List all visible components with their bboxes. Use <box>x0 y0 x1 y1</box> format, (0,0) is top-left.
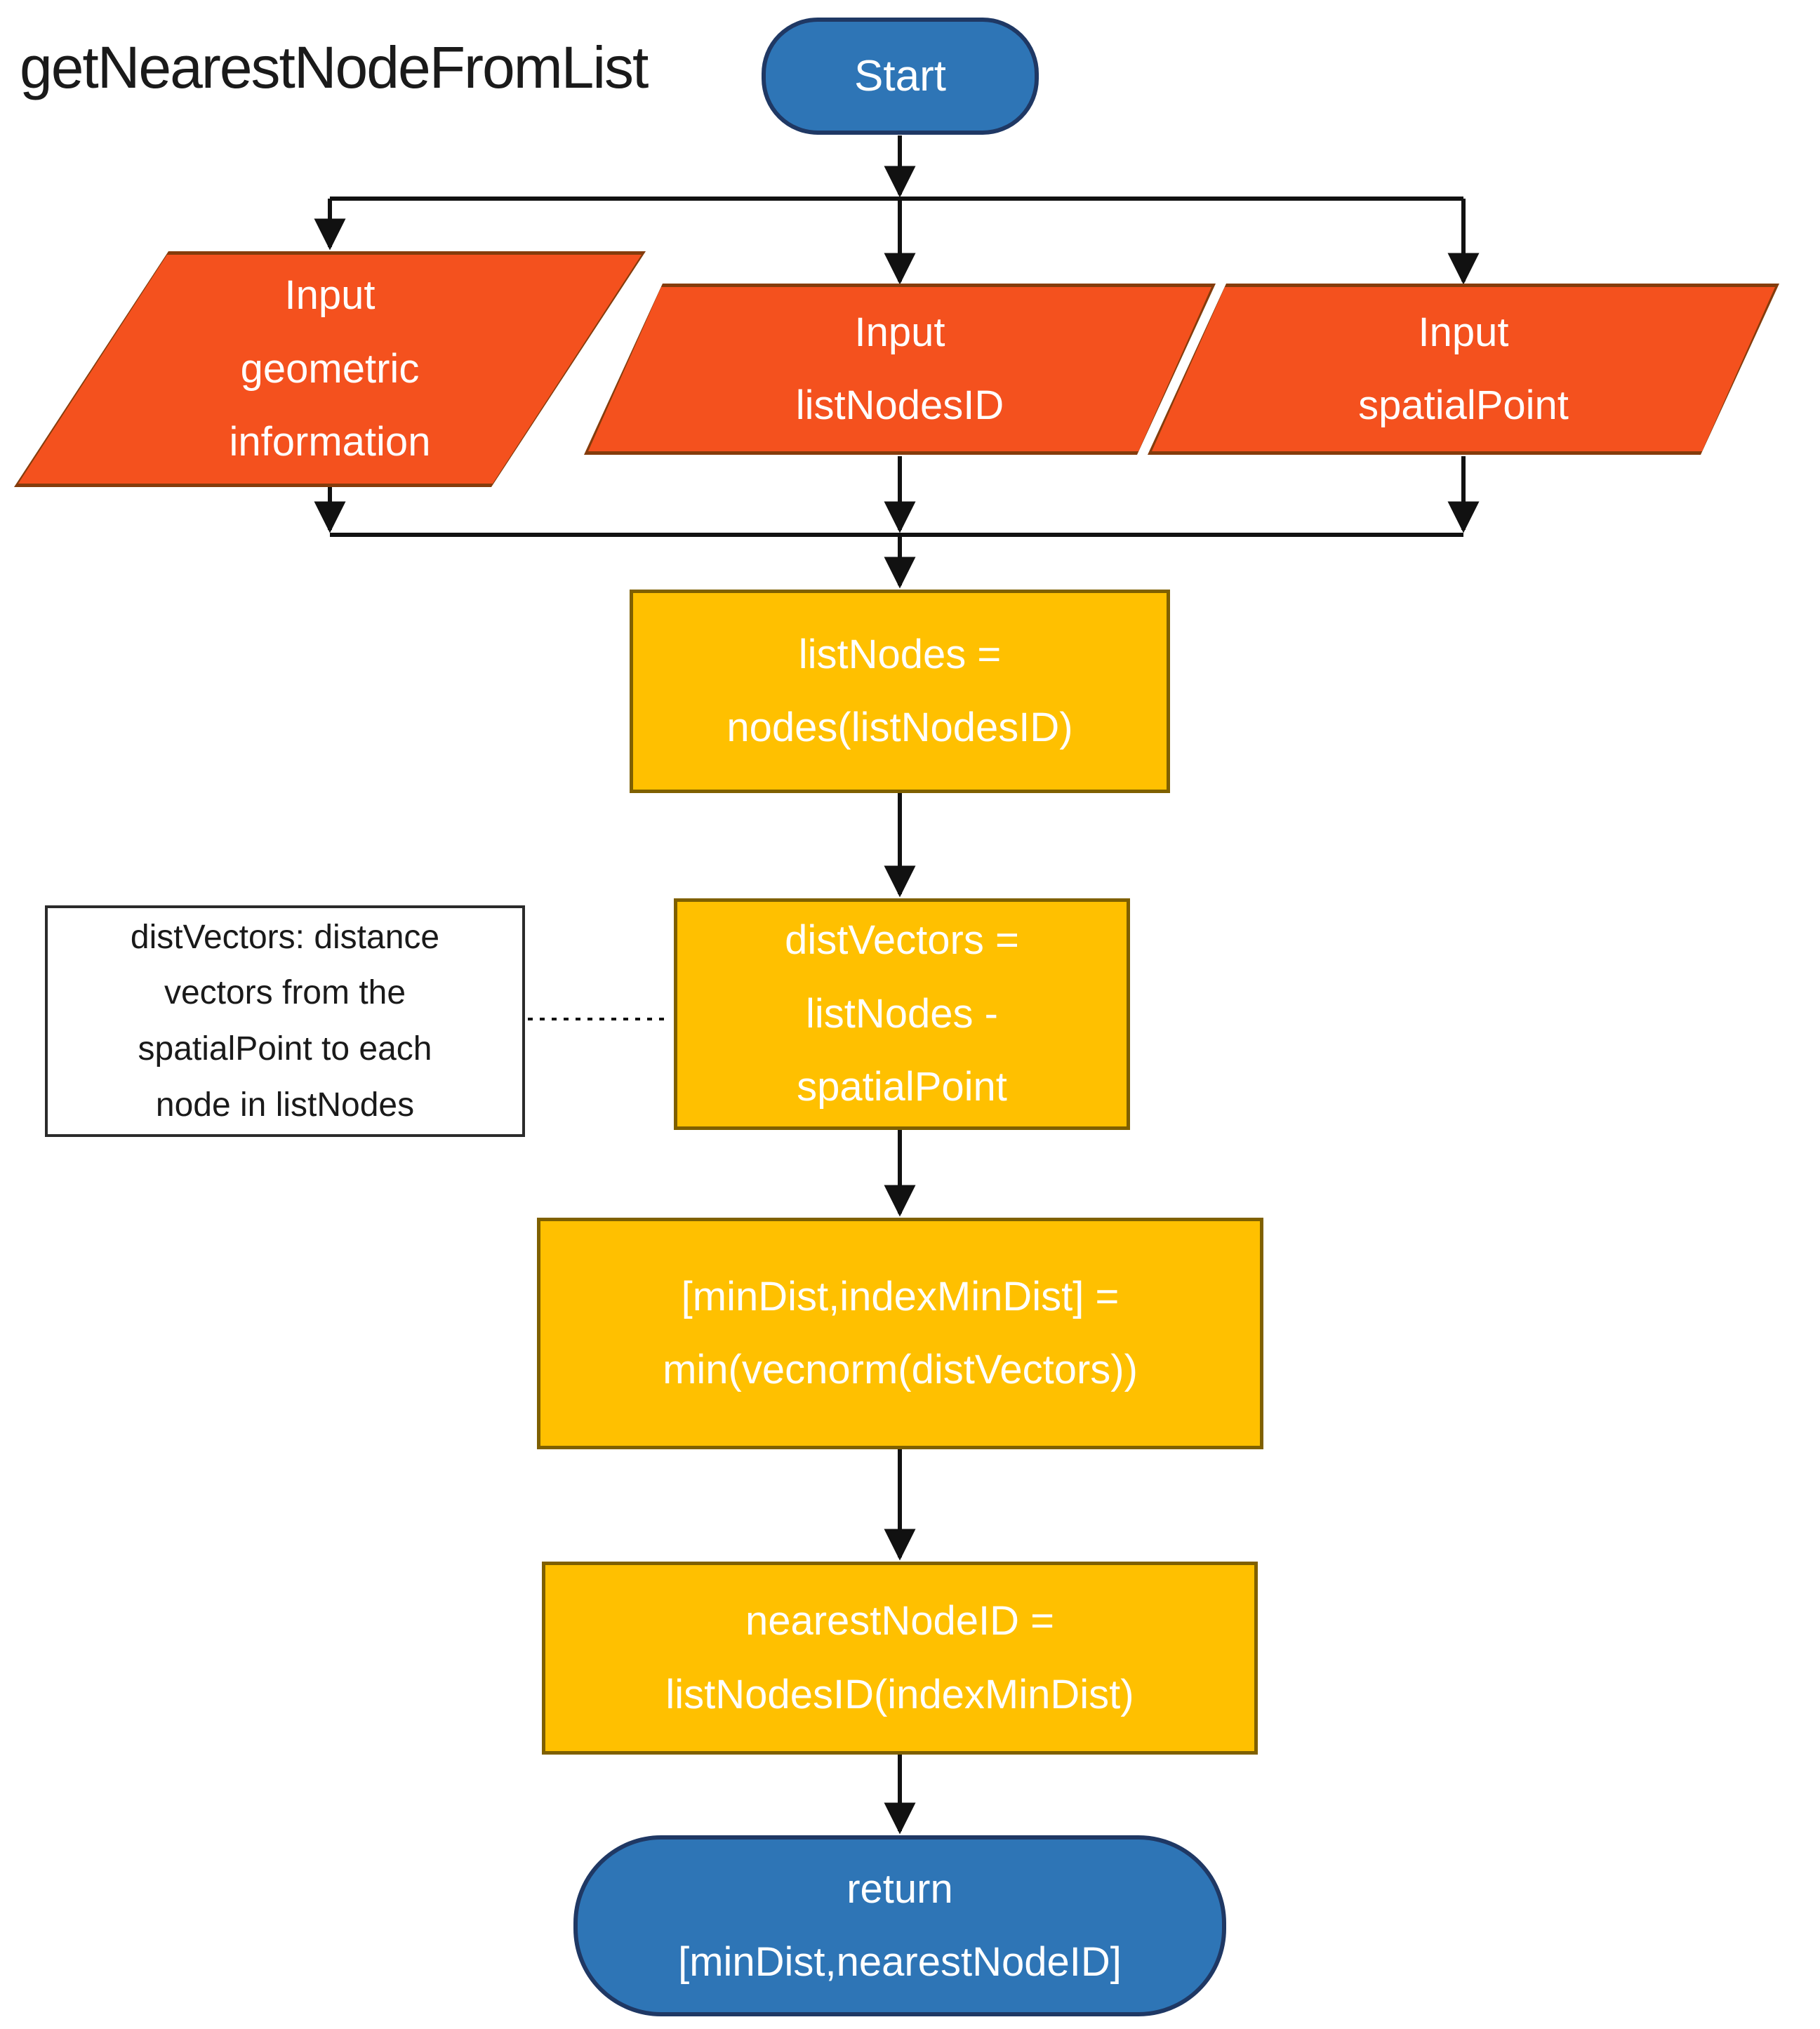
process-nearestnodeid-label: nearestNodeID = listNodesID(indexMinDist… <box>665 1598 1134 1717</box>
process-listnodes: listNodes = nodes(listNodesID) <box>630 590 1170 793</box>
process-distvectors: distVectors = listNodes - spatialPoint <box>674 898 1130 1130</box>
function-title: getNearestNodeFromList <box>20 34 649 100</box>
io-input-listnodesid: Input listNodesID <box>584 284 1216 455</box>
process-nearestnodeid: nearestNodeID = listNodesID(indexMinDist… <box>542 1562 1258 1755</box>
io-input-geometric-label: Input geometric information <box>229 272 431 465</box>
process-distvectors-label: distVectors = listNodes - spatialPoint <box>785 917 1019 1110</box>
io-input-listnodesid-fill <box>588 287 1211 451</box>
return-node: return [minDist,nearestNodeID] <box>573 1835 1226 2016</box>
io-input-spatialpoint-label: Input spatialPoint <box>1358 309 1569 428</box>
return-label: return [minDist,nearestNodeID] <box>678 1865 1122 1985</box>
io-input-listnodesid-label: Input listNodesID <box>795 309 1004 428</box>
start-label: Start <box>854 51 946 100</box>
io-input-spatialpoint-fill <box>1152 287 1775 451</box>
process-listnodes-label: listNodes = nodes(listNodesID) <box>726 631 1073 750</box>
io-input-geometric: Input geometric information <box>14 251 646 487</box>
annotation-note-text: distVectors: distance vectors from the s… <box>130 918 440 1124</box>
process-mindist-label: [minDist,indexMinDist] = min(vecnorm(dis… <box>663 1273 1138 1392</box>
io-input-spatialpoint: Input spatialPoint <box>1148 284 1779 455</box>
process-mindist: [minDist,indexMinDist] = min(vecnorm(dis… <box>537 1218 1263 1449</box>
start-node: Start <box>762 18 1039 135</box>
annotation-note: distVectors: distance vectors from the s… <box>45 905 525 1137</box>
